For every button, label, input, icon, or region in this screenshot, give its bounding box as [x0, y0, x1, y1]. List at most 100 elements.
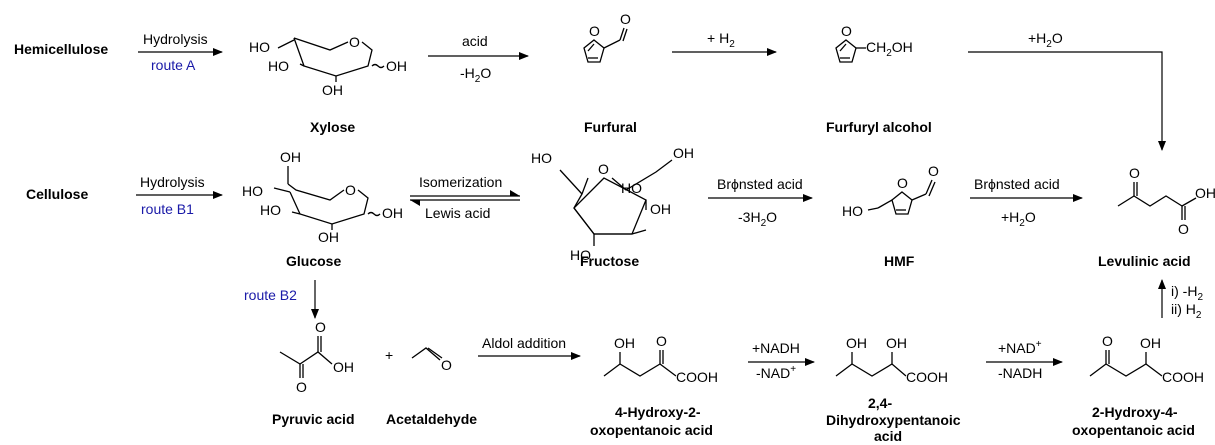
- dihydroxy-structure: OH OH COOH: [835, 335, 948, 385]
- xylose-ho-1: HO: [249, 39, 270, 55]
- hydroxy-oxo-name-2: oxopentanoic acid: [590, 422, 713, 438]
- dihydroxy-cooh: COOH: [906, 369, 948, 385]
- furfuryl-ch2oh: CH2OH: [866, 39, 913, 59]
- furfuryl-alcohol-name: Furfuryl alcohol: [826, 119, 932, 135]
- levulinic-acid-o: O: [1178, 221, 1189, 237]
- fructose-ring-o: O: [598, 161, 609, 177]
- arrow-nadh: +NADH -NAD+: [748, 340, 815, 381]
- minus-h2o-label: -H2O: [460, 65, 491, 85]
- hydroxy-oxo-structure: OH O COOH: [603, 333, 718, 385]
- levulinic-acid-name: Levulinic acid: [1098, 253, 1191, 269]
- cellulose-label: Cellulose: [26, 186, 88, 202]
- pyruvic-o-bottom: O: [296, 379, 307, 395]
- furfural-ring-o: O: [589, 23, 600, 39]
- dihydroxy-name-3: acid: [874, 428, 902, 444]
- furfural-name: Furfural: [584, 119, 637, 135]
- glucose-oh-4: OH: [382, 205, 403, 221]
- levulinic-oh: OH: [1195, 185, 1215, 201]
- xylose-ring-o: O: [349, 34, 360, 50]
- xylose-name: Xylose: [310, 119, 355, 135]
- hydroxy-oxo4-name-2: oxopentanoic acid: [1072, 422, 1195, 438]
- furfural-structure: O O: [583, 11, 631, 63]
- levulinic-keto-o: O: [1129, 165, 1140, 181]
- hydroxy-oxo-cooh: COOH: [676, 369, 718, 385]
- hydrolysis-a-label: Hydrolysis: [143, 31, 208, 47]
- hmf-carbonyl-o: O: [928, 163, 939, 179]
- hydroxy-oxo4-name-1: 2-Hydroxy-4-: [1092, 404, 1178, 420]
- plus-h2o-top-label: +H2O: [1028, 30, 1063, 50]
- aldol-label: Aldol addition: [482, 335, 566, 351]
- hydroxy-oxo4-cooh: COOH: [1162, 369, 1204, 385]
- furfuryl-ring-o: O: [841, 23, 852, 39]
- fructose-ho-1: HO: [531, 150, 552, 166]
- xylose-ho-2: HO: [268, 58, 289, 74]
- glucose-ho-2: HO: [260, 202, 281, 218]
- glucose-ho-1: HO: [242, 183, 263, 199]
- acid-label: acid: [462, 33, 488, 49]
- hydroxy-oxo4-o: O: [1102, 333, 1113, 349]
- hydroxy-oxo4-oh: OH: [1140, 335, 1161, 351]
- arrow-plus-h2o-top: +H2O: [968, 30, 1166, 151]
- arrow-acid: acid -H2O: [428, 33, 529, 85]
- arrow-to-levulinic: i) -H2 ii) H2: [1158, 279, 1203, 321]
- bronsted-1-label: Brϕnsted acid: [717, 176, 803, 192]
- pyruvic-oh: OH: [333, 359, 354, 375]
- hmf-name: HMF: [884, 253, 915, 269]
- arrow-plus-h2: + H2: [672, 30, 777, 56]
- fructose-ho-5: HO: [570, 247, 591, 263]
- arrow-nad: +NAD+ -NADH: [986, 339, 1063, 381]
- fructose-oh-2: OH: [673, 145, 694, 161]
- hmf-structure: O O HO: [842, 163, 939, 219]
- plus-nad-label: +NAD+: [998, 339, 1042, 356]
- acetaldehyde-o: O: [441, 357, 452, 373]
- fructose-oh-4: OH: [650, 201, 671, 217]
- dihydroxy-oh-2: OH: [886, 335, 907, 351]
- plus-sign: +: [385, 347, 393, 363]
- levulinic-acid-structure: O OH O: [1117, 165, 1215, 237]
- pyruvic-o-top: O: [315, 319, 326, 335]
- fructose-name: Fructose: [580, 253, 639, 269]
- isomerization-label: Isomerization: [419, 174, 502, 190]
- bronsted-2-label: Brϕnsted acid: [974, 176, 1060, 192]
- arrow-bronsted-2: Brϕnsted acid +H2O: [970, 176, 1083, 229]
- arrow-aldol: Aldol addition: [478, 335, 581, 360]
- route-b1-label: route B1: [141, 201, 194, 217]
- glucose-oh-top: OH: [280, 149, 301, 165]
- arrow-bronsted-1: Brϕnsted acid -3H2O: [708, 176, 813, 229]
- fructose-ho-3: HO: [621, 180, 642, 196]
- hydroxy-oxo-o: O: [656, 333, 667, 349]
- arrow-isomerization: Isomerization Lewis acid: [410, 174, 520, 221]
- step-ii-label: ii) H2: [1171, 301, 1202, 321]
- lewis-acid-label: Lewis acid: [425, 205, 490, 221]
- minus-nad-label: -NAD+: [756, 364, 796, 381]
- plus-h2-label: + H2: [707, 30, 735, 50]
- pyruvic-acid-name: Pyruvic acid: [272, 411, 355, 427]
- glucose-ring-o: O: [345, 182, 356, 198]
- glucose-oh-3: OH: [318, 229, 339, 245]
- acetaldehyde-name: Acetaldehyde: [386, 411, 477, 427]
- xylose-oh-4: OH: [386, 58, 407, 74]
- arrow-hydrolysis-b1: Hydrolysis route B1: [136, 174, 223, 217]
- hmf-ring-o: O: [897, 175, 908, 191]
- acetaldehyde-structure: O: [411, 347, 452, 373]
- fructose-structure: O HO OH HO OH HO: [531, 145, 694, 263]
- hemicellulose-label: Hemicellulose: [14, 41, 108, 57]
- hydroxy-oxo4-structure: O OH COOH: [1089, 333, 1204, 385]
- hydroxy-oxo-name-1: 4-Hydroxy-2-: [615, 404, 701, 420]
- dihydroxy-oh-1: OH: [846, 335, 867, 351]
- minus-3h2o-label: -3H2O: [738, 209, 777, 229]
- plus-h2o-2-label: +H2O: [1001, 209, 1036, 229]
- hmf-ho: HO: [842, 203, 863, 219]
- hydrolysis-b1-label: Hydrolysis: [140, 174, 205, 190]
- route-a-label: route A: [151, 57, 196, 73]
- xylose-oh-3: OH: [322, 82, 343, 98]
- pyruvic-acid-structure: O O OH: [279, 319, 354, 395]
- furfural-carbonyl-o: O: [620, 11, 631, 27]
- xylose-structure: O HO HO OH OH: [249, 34, 407, 98]
- hydroxy-oxo-oh: OH: [614, 335, 635, 351]
- step-i-label: i) -H2: [1171, 283, 1203, 303]
- minus-nadh-label: -NADH: [998, 365, 1042, 381]
- glucose-name: Glucose: [286, 253, 341, 269]
- arrow-route-b2: route B2: [244, 280, 319, 319]
